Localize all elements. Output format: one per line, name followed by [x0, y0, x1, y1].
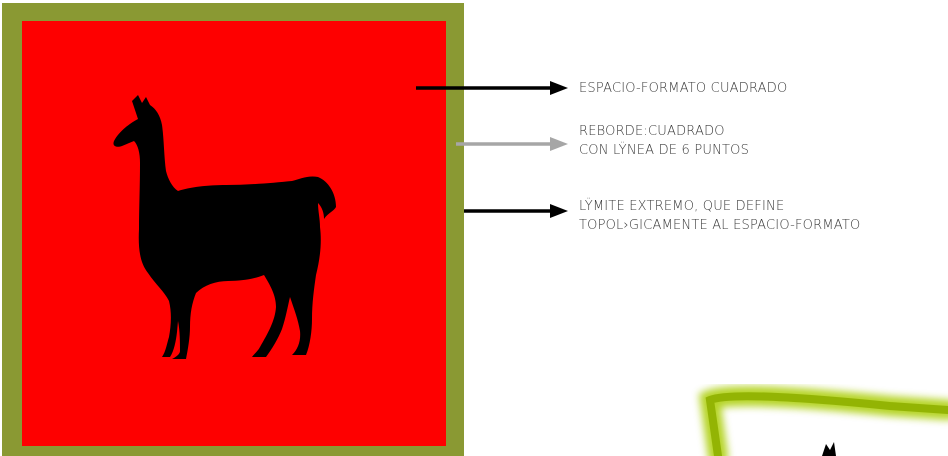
label-border: REBORDE:CUADRADO CON LŸNEA DE 6 PUNTOS: [579, 122, 749, 160]
label-line: ESPACIO-FORMATO CUADRADO: [579, 81, 788, 96]
label-format-space: ESPACIO-FORMATO CUADRADO: [579, 79, 787, 98]
llama-silhouette-icon: [113, 95, 337, 359]
label-extreme-limit: LŸMITE EXTREMO, QUE DEFINE TOPOL›GICAMEN…: [579, 197, 860, 235]
arrow-black-bottom: [464, 204, 568, 218]
label-line: REBORDE:CUADRADO: [579, 124, 725, 139]
decorative-green-frame: [698, 386, 948, 456]
arrow-gray-middle: [456, 137, 568, 151]
label-line: LŸMITE EXTREMO, QUE DEFINE: [579, 199, 785, 214]
label-line: CON LŸNEA DE 6 PUNTOS: [579, 143, 750, 158]
small-black-mark: [822, 442, 836, 456]
label-line: TOPOL›GICAMENTE AL ESPACIO-FORMATO: [579, 218, 861, 233]
arrow-black-top: [416, 81, 568, 95]
